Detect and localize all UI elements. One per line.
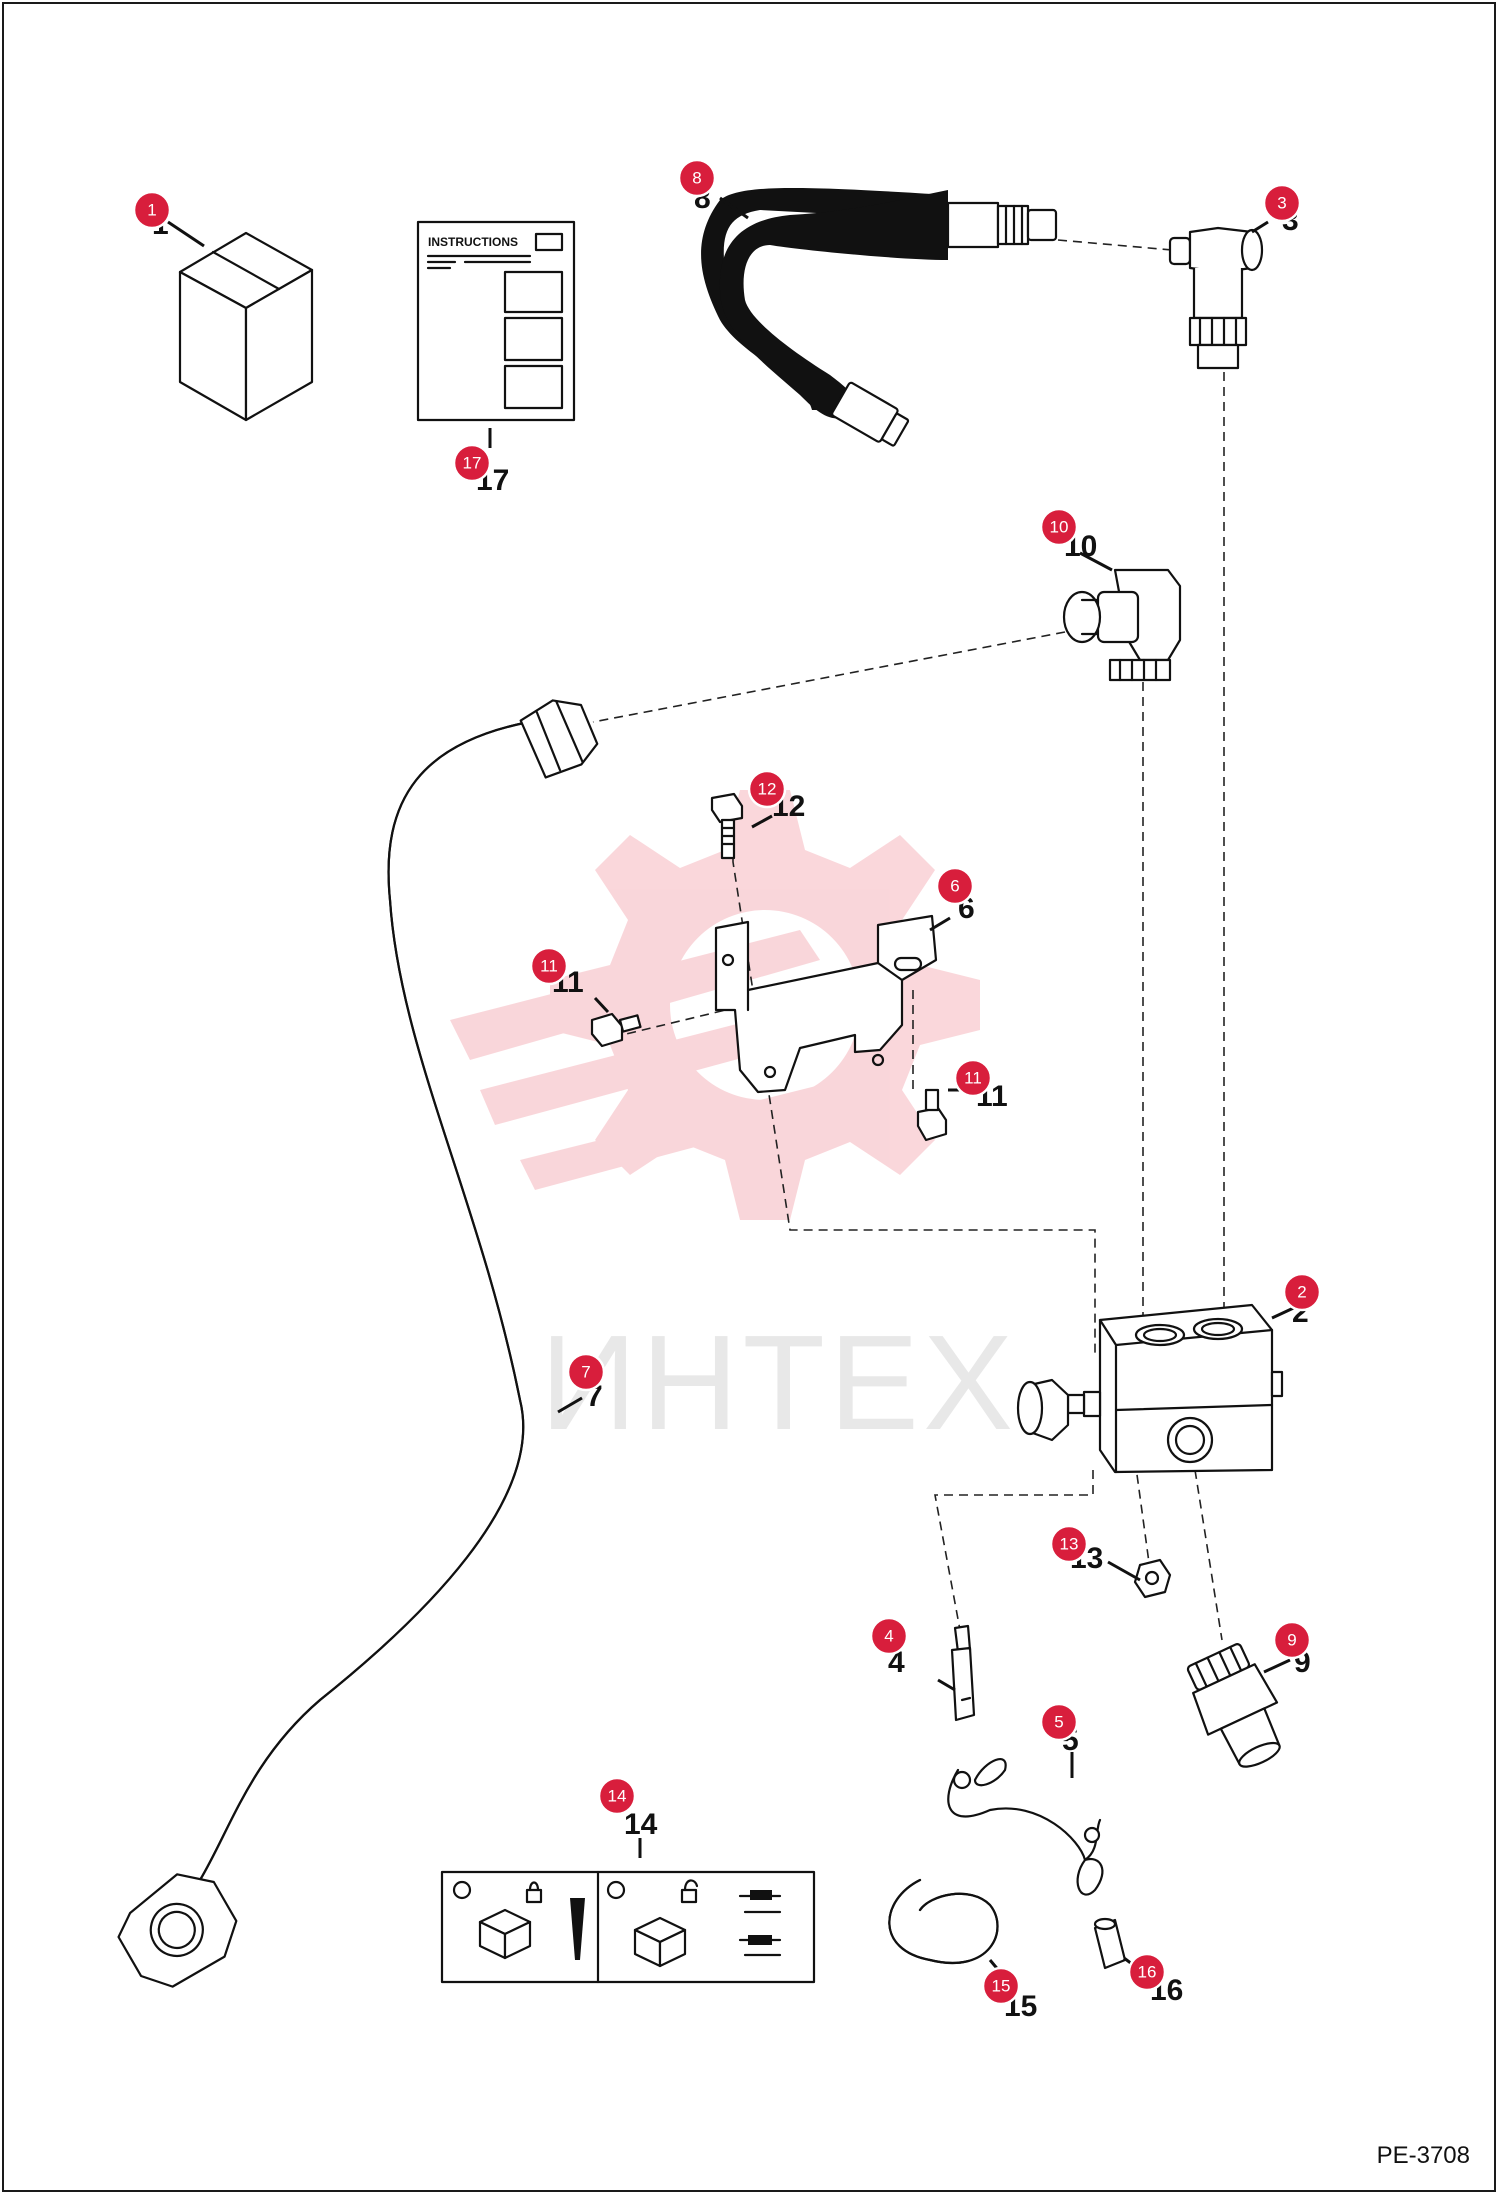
assembly-lines [592, 239, 1225, 1641]
part-11b-bolt [916, 1088, 948, 1142]
callout-7[interactable]: 7 [566, 1352, 606, 1392]
watermark-text: ИНТЕХ [540, 1307, 1018, 1458]
part-12-long-bolt [710, 792, 744, 860]
svg-text:11: 11 [964, 1069, 982, 1088]
part-16-sleeve [1093, 1917, 1127, 1970]
part-3-elbow-fitting [1168, 226, 1264, 370]
label-14: 14 [624, 1808, 658, 1841]
part-9-straight-fitting [1186, 1643, 1281, 1768]
svg-text:14: 14 [608, 1787, 627, 1806]
svg-text:16: 16 [1138, 1963, 1157, 1982]
callout-5[interactable]: 5 [1039, 1702, 1079, 1742]
callout-12[interactable]: 12 [747, 769, 787, 809]
part-8-short-hose [701, 188, 1058, 447]
callout-10[interactable]: 10 [1039, 507, 1079, 547]
svg-text:2: 2 [1297, 1283, 1306, 1302]
svg-text:5: 5 [1054, 1713, 1063, 1732]
svg-text:3: 3 [1277, 194, 1286, 213]
callout-2[interactable]: 2 [1282, 1272, 1322, 1312]
instructions-title: INSTRUCTIONS [428, 235, 518, 249]
part-7-long-tube [117, 699, 599, 1988]
svg-text:15: 15 [992, 1977, 1011, 1996]
svg-text:13: 13 [1060, 1535, 1079, 1554]
svg-text:7: 7 [581, 1363, 590, 1382]
callout-15[interactable]: 15 [981, 1966, 1021, 2006]
part-10-elbow-fitting [1062, 568, 1182, 682]
callout-4[interactable]: 4 [869, 1616, 909, 1656]
svg-text:17: 17 [463, 454, 482, 473]
part-4-detent-pin [950, 1624, 976, 1722]
part-6-mounting-bracket [714, 914, 938, 1094]
callout-3[interactable]: 3 [1262, 183, 1302, 223]
callout-bubbles: 1 2 3 4 5 6 7 8 9 10 11 11 12 13 14 15 1… [132, 158, 1322, 2006]
part-17-instructions-manual: INSTRUCTIONS [416, 220, 576, 422]
svg-text:12: 12 [758, 780, 777, 799]
svg-text:4: 4 [884, 1627, 893, 1646]
part-1-kit-box [178, 231, 314, 422]
part-5-lanyard-cable [947, 1758, 1104, 1896]
drawing-code: PE-3708 [1376, 2142, 1470, 2169]
svg-text:6: 6 [950, 877, 959, 896]
part-14-decal [440, 1870, 816, 1984]
part-15-coiled-strap [888, 1878, 999, 1964]
svg-text:8: 8 [692, 169, 701, 188]
svg-text:11: 11 [540, 957, 558, 976]
callout-17[interactable]: 17 [452, 443, 492, 483]
callout-11a[interactable]: 11 [529, 946, 569, 986]
callout-1[interactable]: 1 [132, 190, 172, 230]
part-11a-bolt [590, 1012, 642, 1048]
callout-13[interactable]: 13 [1049, 1524, 1089, 1564]
callout-8[interactable]: 8 [677, 158, 717, 198]
svg-text:9: 9 [1287, 1631, 1296, 1650]
svg-text:1: 1 [147, 201, 156, 220]
callout-9[interactable]: 9 [1272, 1620, 1312, 1660]
part-13-nut [1133, 1558, 1172, 1599]
svg-text:10: 10 [1050, 518, 1069, 537]
part-2-selector-valve [1016, 1303, 1284, 1474]
callout-14[interactable]: 14 [597, 1776, 637, 1816]
callout-11b[interactable]: 11 [953, 1058, 993, 1098]
callout-6[interactable]: 6 [935, 866, 975, 906]
callout-16[interactable]: 16 [1127, 1952, 1167, 1992]
